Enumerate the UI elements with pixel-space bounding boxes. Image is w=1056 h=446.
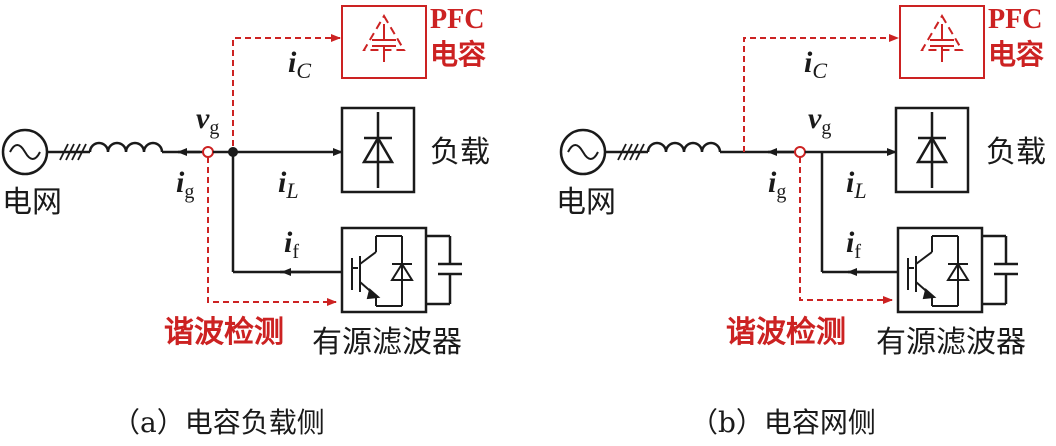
current-ic-label: iC	[288, 46, 311, 83]
pfc-capacitor-icon	[920, 14, 964, 62]
load-label: 负载	[986, 135, 1046, 170]
harmonic-detection-label: 谐波检测	[726, 315, 846, 350]
pfc-label-line2: 电容	[988, 38, 1044, 71]
pfc-label-line1: PFC	[430, 4, 484, 35]
caption-a: （a）电容负载侧	[112, 406, 325, 439]
current-if-label: if	[846, 226, 861, 263]
pfc-capacitor-icon	[362, 14, 406, 62]
inductor-icon	[88, 141, 164, 153]
voltage-vg-label: vg	[808, 102, 831, 139]
active-filter-label: 有源滤波器	[312, 325, 462, 360]
current-ic-label: iC	[804, 46, 827, 83]
dc-capacitor-icon	[982, 234, 1018, 306]
panel-b: PFC 电容 电网 负载 有源滤波器 谐波检测 vg ig iC iL if （…	[556, 4, 1046, 439]
panel-a: PFC 电容 电网 负载 有源滤波器 谐波检测 vg ig iC iL if （…	[1, 4, 490, 439]
load-label: 负载	[430, 135, 490, 170]
dc-capacitor-icon	[426, 234, 462, 306]
grid-label: 电网	[2, 185, 62, 220]
active-filter-box	[340, 226, 428, 314]
current-il-label: iL	[846, 166, 867, 203]
pfc-capacitor-box	[341, 5, 427, 79]
sine-wave-icon	[9, 144, 41, 160]
voltage-vg-label: vg	[196, 102, 219, 139]
measurement-point-icon	[794, 146, 806, 158]
caption-b: （b）电容网侧	[690, 406, 876, 439]
sine-wave-icon	[567, 144, 599, 160]
diode-icon	[915, 112, 949, 188]
current-ig-label: ig	[768, 166, 786, 203]
measurement-point-icon	[202, 146, 214, 158]
harmonic-detection-label: 谐波检测	[164, 315, 284, 350]
grid-label: 电网	[556, 185, 616, 220]
current-if-label: if	[284, 226, 299, 263]
igbt-icon	[351, 235, 414, 307]
active-filter-label: 有源滤波器	[876, 325, 1026, 360]
current-il-label: iL	[278, 166, 299, 203]
diode-icon	[361, 112, 395, 188]
inductor-icon	[646, 141, 722, 153]
pfc-capacitor-box	[899, 5, 985, 79]
active-filter-box	[896, 226, 984, 314]
igbt-icon	[907, 235, 970, 307]
pfc-label-line1: PFC	[988, 4, 1042, 35]
pfc-label-line2: 电容	[430, 38, 486, 71]
current-ig-label: ig	[176, 166, 194, 203]
